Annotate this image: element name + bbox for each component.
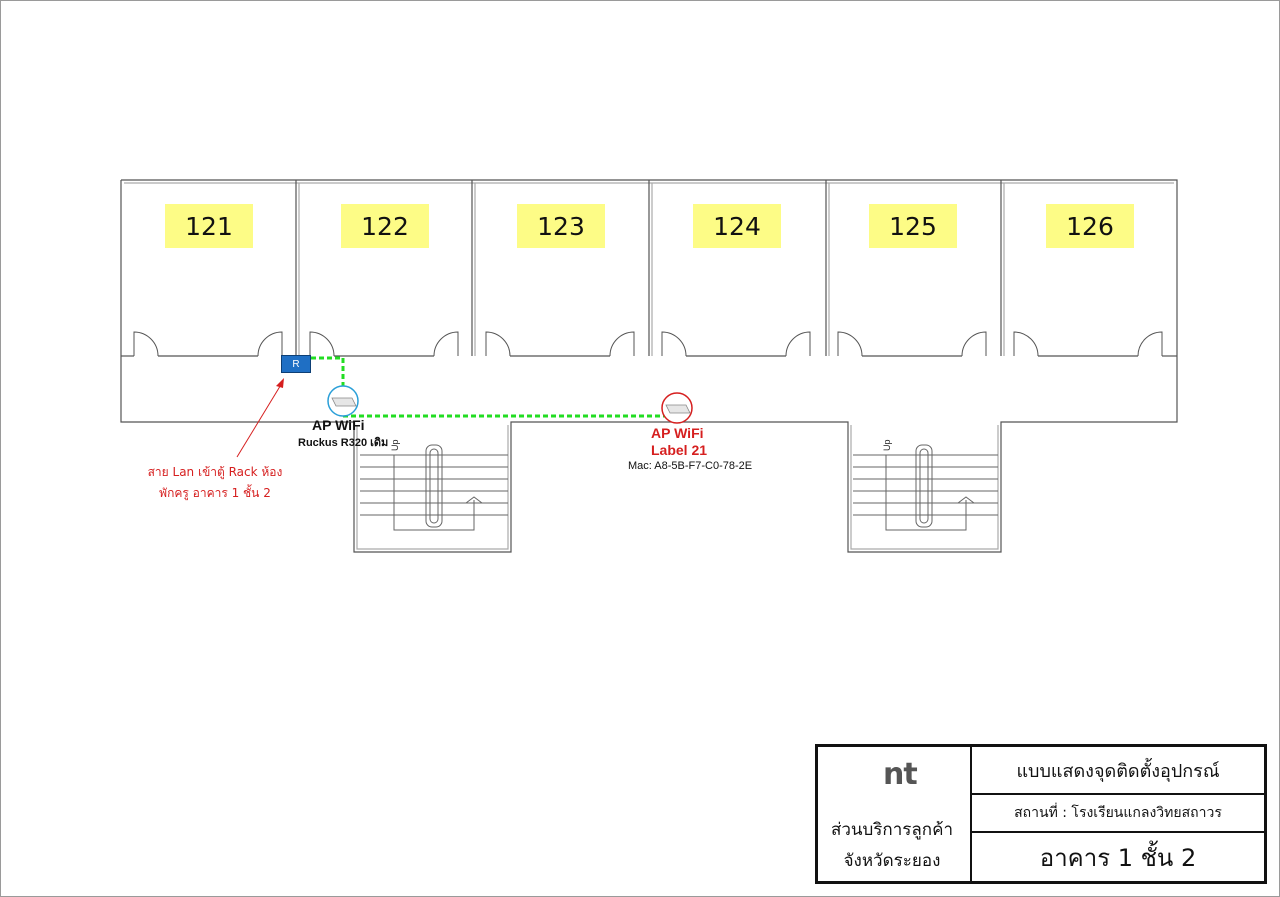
lan-note: สาย Lan เข้าตู้ Rack ห้อง พักครู อาคาร 1… (130, 462, 300, 504)
stair-icon (360, 444, 508, 531)
department-line2: จังหวัดระยอง (843, 851, 941, 871)
building-floor: อาคาร 1 ชั้น 2 (1039, 843, 1197, 872)
arrow-icon (236, 378, 284, 458)
rack-icon: R (281, 355, 311, 373)
room-walls (121, 180, 1177, 357)
room-label-124: 124 (693, 204, 781, 248)
stair-up-label-right: Up (882, 439, 892, 451)
room-label-123: 123 (517, 204, 605, 248)
title-block: nt ส่วนบริการลูกค้า จังหวัดระยอง แบบแสดง… (815, 744, 1267, 884)
room-label-121: 121 (165, 204, 253, 248)
title-block-info: แบบแสดงจุดติดตั้งอุปกรณ์ สถานที่ : โรงเร… (972, 747, 1264, 881)
logo-text: nt (883, 757, 918, 792)
access-point-icon (327, 385, 359, 417)
department: ส่วนบริการลูกค้า จังหวัดระยอง (818, 815, 966, 877)
door-swing-icon (133, 331, 1163, 357)
new-ap-mac: Mac: A8-5B-F7-C0-78-2E (628, 460, 753, 472)
room-label-126: 126 (1046, 204, 1134, 248)
department-line1: ส่วนบริการลูกค้า (830, 820, 954, 840)
existing-ap-model: Ruckus R320 เดิม (298, 437, 389, 449)
lan-note-line2: พักครู อาคาร 1 ชั้น 2 (159, 486, 271, 500)
new-ap-label: Label 21 (651, 442, 708, 458)
stair-up-label-left: Up (390, 439, 400, 451)
stair-icon (853, 444, 998, 531)
title-block-org: nt ส่วนบริการลูกค้า จังหวัดระยอง (818, 747, 972, 881)
room-label-122: 122 (341, 204, 429, 248)
drawing-title: แบบแสดงจุดติดตั้งอุปกรณ์ (972, 747, 1264, 795)
existing-ap-title: AP WiFi (312, 417, 365, 433)
new-ap-title: AP WiFi (651, 425, 704, 441)
lan-note-line1: สาย Lan เข้าตู้ Rack ห้อง (147, 465, 283, 479)
room-label-125: 125 (869, 204, 957, 248)
location: สถานที่ : โรงเรียนแกลงวิทยสถาวร (972, 795, 1264, 833)
nt-logo: nt (858, 757, 938, 803)
access-point-icon (661, 392, 693, 424)
